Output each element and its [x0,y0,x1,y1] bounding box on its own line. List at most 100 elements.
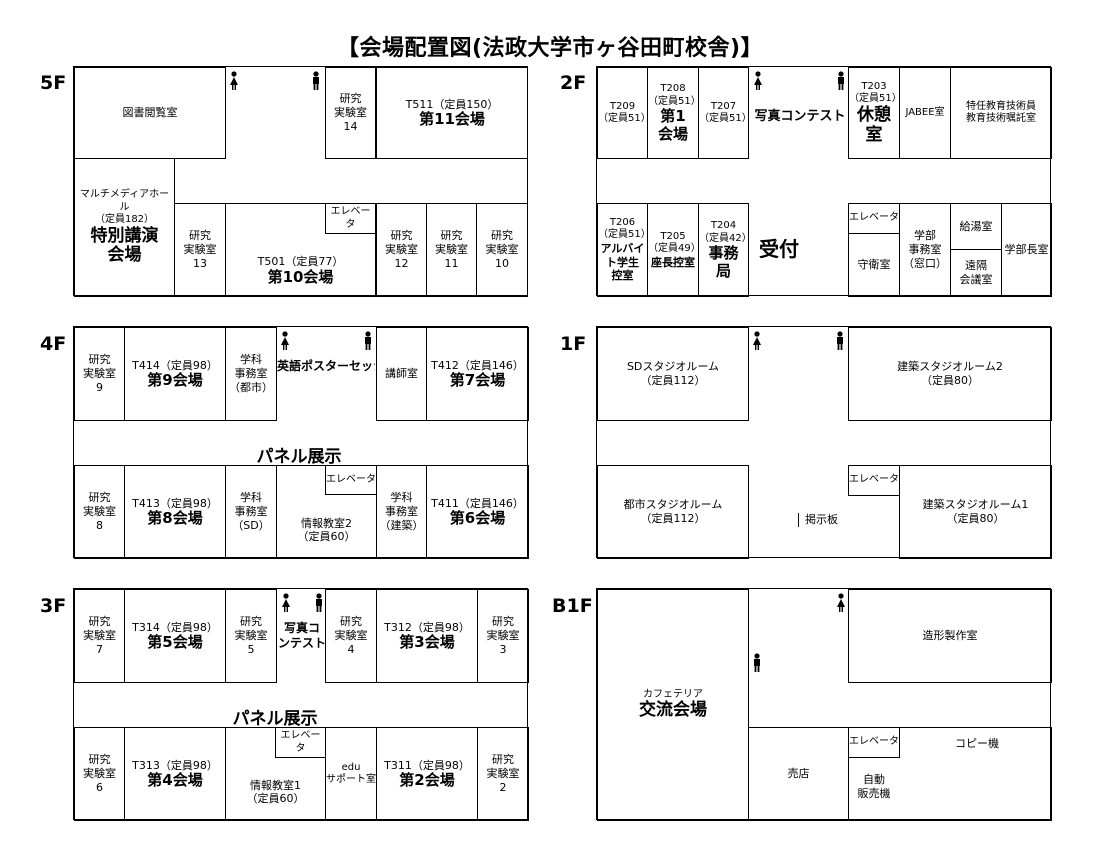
room-t314: T314（定員98） 第5会場 [124,589,226,683]
female-restroom-icon [753,71,763,91]
kitchenette: 給湯室 [950,203,1002,250]
female-restroom-icon [229,71,239,91]
dean-office: 学部長室 [1001,203,1052,297]
sd-studio-room: SDスタジオルーム（定員112） [597,327,749,421]
exchange-venue-label: 交流会場 [639,700,707,721]
venue-10-label: 第10会場 [267,267,334,286]
guard-room: 守衛室 [848,233,900,297]
floor-plan-1f: SDスタジオルーム（定員112） 建築スタジオルーム2（定員80） 都市スタジオ… [596,326,1052,559]
urban-studio-room: 都市スタジオルーム（定員112） [597,465,749,559]
floor-label-b1f: B1F [552,595,593,617]
room-t501: T501（定員77） 第10会場 [225,203,376,297]
panel-exhibit-label: パネル展示 [256,447,342,467]
elevator: エレベータ [848,465,900,496]
elevator: エレベータ [325,465,377,495]
lecturer-room: 講師室 [376,327,427,421]
shop: 売店 [748,727,849,821]
photo-contest-label: 写真コンテスト [277,621,326,650]
dept-office-urban: 学科事務室（都市） [225,327,277,421]
venue-11-label: 第11会場 [419,110,485,129]
room-t203: T203 （定員51） 休憩 室 [848,67,900,159]
elevator: エレベータ [325,203,376,234]
venue-6-label: 第6会場 [449,509,506,528]
room-t204: T204 （定員42） 事務 局 [698,203,749,297]
copy-area [848,727,1052,821]
special-staff-room: 特任教育技術員教育技術嘱託室 [950,67,1052,159]
room-t207: T207（定員51） [698,67,749,159]
room-t313: T313（定員98） 第4会場 [124,727,226,821]
floor-label-4f: 4F [40,333,67,355]
male-restroom-icon [311,71,321,91]
male-restroom-icon [752,653,762,673]
english-poster-label: 英語ポスターセッション [277,359,375,373]
library-reading-room: 図書閲覧室 [74,67,226,159]
faculty-office: 学部事務室（窓口） [899,203,951,297]
venue-7-label: 第7会場 [449,371,506,390]
male-restroom-icon [363,331,373,351]
room-t209: T209（定員51） [597,67,648,159]
floor-plan-b1f: カフェテリア 交流会場 造形製作室 売店 エレベータ コピー機 自動販売機 [596,588,1052,821]
remote-meeting-room: 遠隔会議室 [950,249,1002,297]
room-t208: T208 （定員51） 第1 会場 [647,67,699,159]
bulletin-board-label: 掲示板 [805,513,838,526]
room-t205: T205 （定員49） 座長控室 [647,203,699,297]
cafeteria: カフェテリア 交流会場 [597,589,749,821]
multimedia-hall: マルチメディアホール （定員182） 特別講演 会場 [74,158,175,297]
male-restroom-icon [314,593,324,613]
female-restroom-icon [280,331,290,351]
room-t413: T413（定員98） 第8会場 [124,465,226,559]
elevator: エレベータ [848,203,900,234]
venue-9-label: 第9会場 [147,371,203,390]
vending-machine-label: 自動販売機 [857,773,891,800]
photo-contest-label: 写真コンテスト [754,109,846,124]
floor-label-5f: 5F [40,72,67,94]
architecture-studio-2: 建築スタジオルーム2（定員80） [848,327,1052,421]
elevator: エレベータ [275,727,326,758]
female-restroom-icon [836,593,846,613]
male-restroom-icon [835,331,845,351]
venue-8-label: 第8会場 [147,509,203,528]
female-restroom-icon [752,331,762,351]
room-t412: T412（定員146） 第7会場 [426,327,529,421]
page-title: 【会場配置図(法政大学市ヶ谷田町校舎)】 [336,36,764,61]
venue-3-label: 第3会場 [399,633,455,652]
male-restroom-icon [836,71,846,91]
dept-office-sd: 学科事務室（SD） [225,465,277,559]
floor-label-3f: 3F [40,595,67,617]
room-t511: T511（定員150） 第11会場 [376,67,528,159]
floor-label-1f: 1F [560,333,587,355]
room-t414: T414（定員98） 第9会場 [124,327,226,421]
panel-exhibit-label: パネル展示 [232,709,318,729]
venue-4-label: 第4会場 [147,771,203,790]
dept-office-architecture: 学科事務室（建築） [376,465,427,559]
jabee-room: JABEE室 [899,67,951,159]
reception-label: 受付 [759,237,799,261]
venue-1-label: 第1 [660,107,686,126]
room-t411: T411（定員146） 第6会場 [426,465,529,559]
room-t312: T312（定員98） 第3会場 [376,589,478,683]
floor-label-2f: 2F [560,72,587,94]
bulletin-board-marker [798,513,799,527]
venue-2-label: 第2会場 [399,771,455,790]
venue-5-label: 第5会場 [147,633,203,652]
floor-plan-2f: T209（定員51） T208 （定員51） 第1 会場 T207（定員51） … [596,66,1052,297]
copy-machine-label: コピー機 [955,737,999,750]
model-workshop: 造形製作室 [848,589,1052,683]
